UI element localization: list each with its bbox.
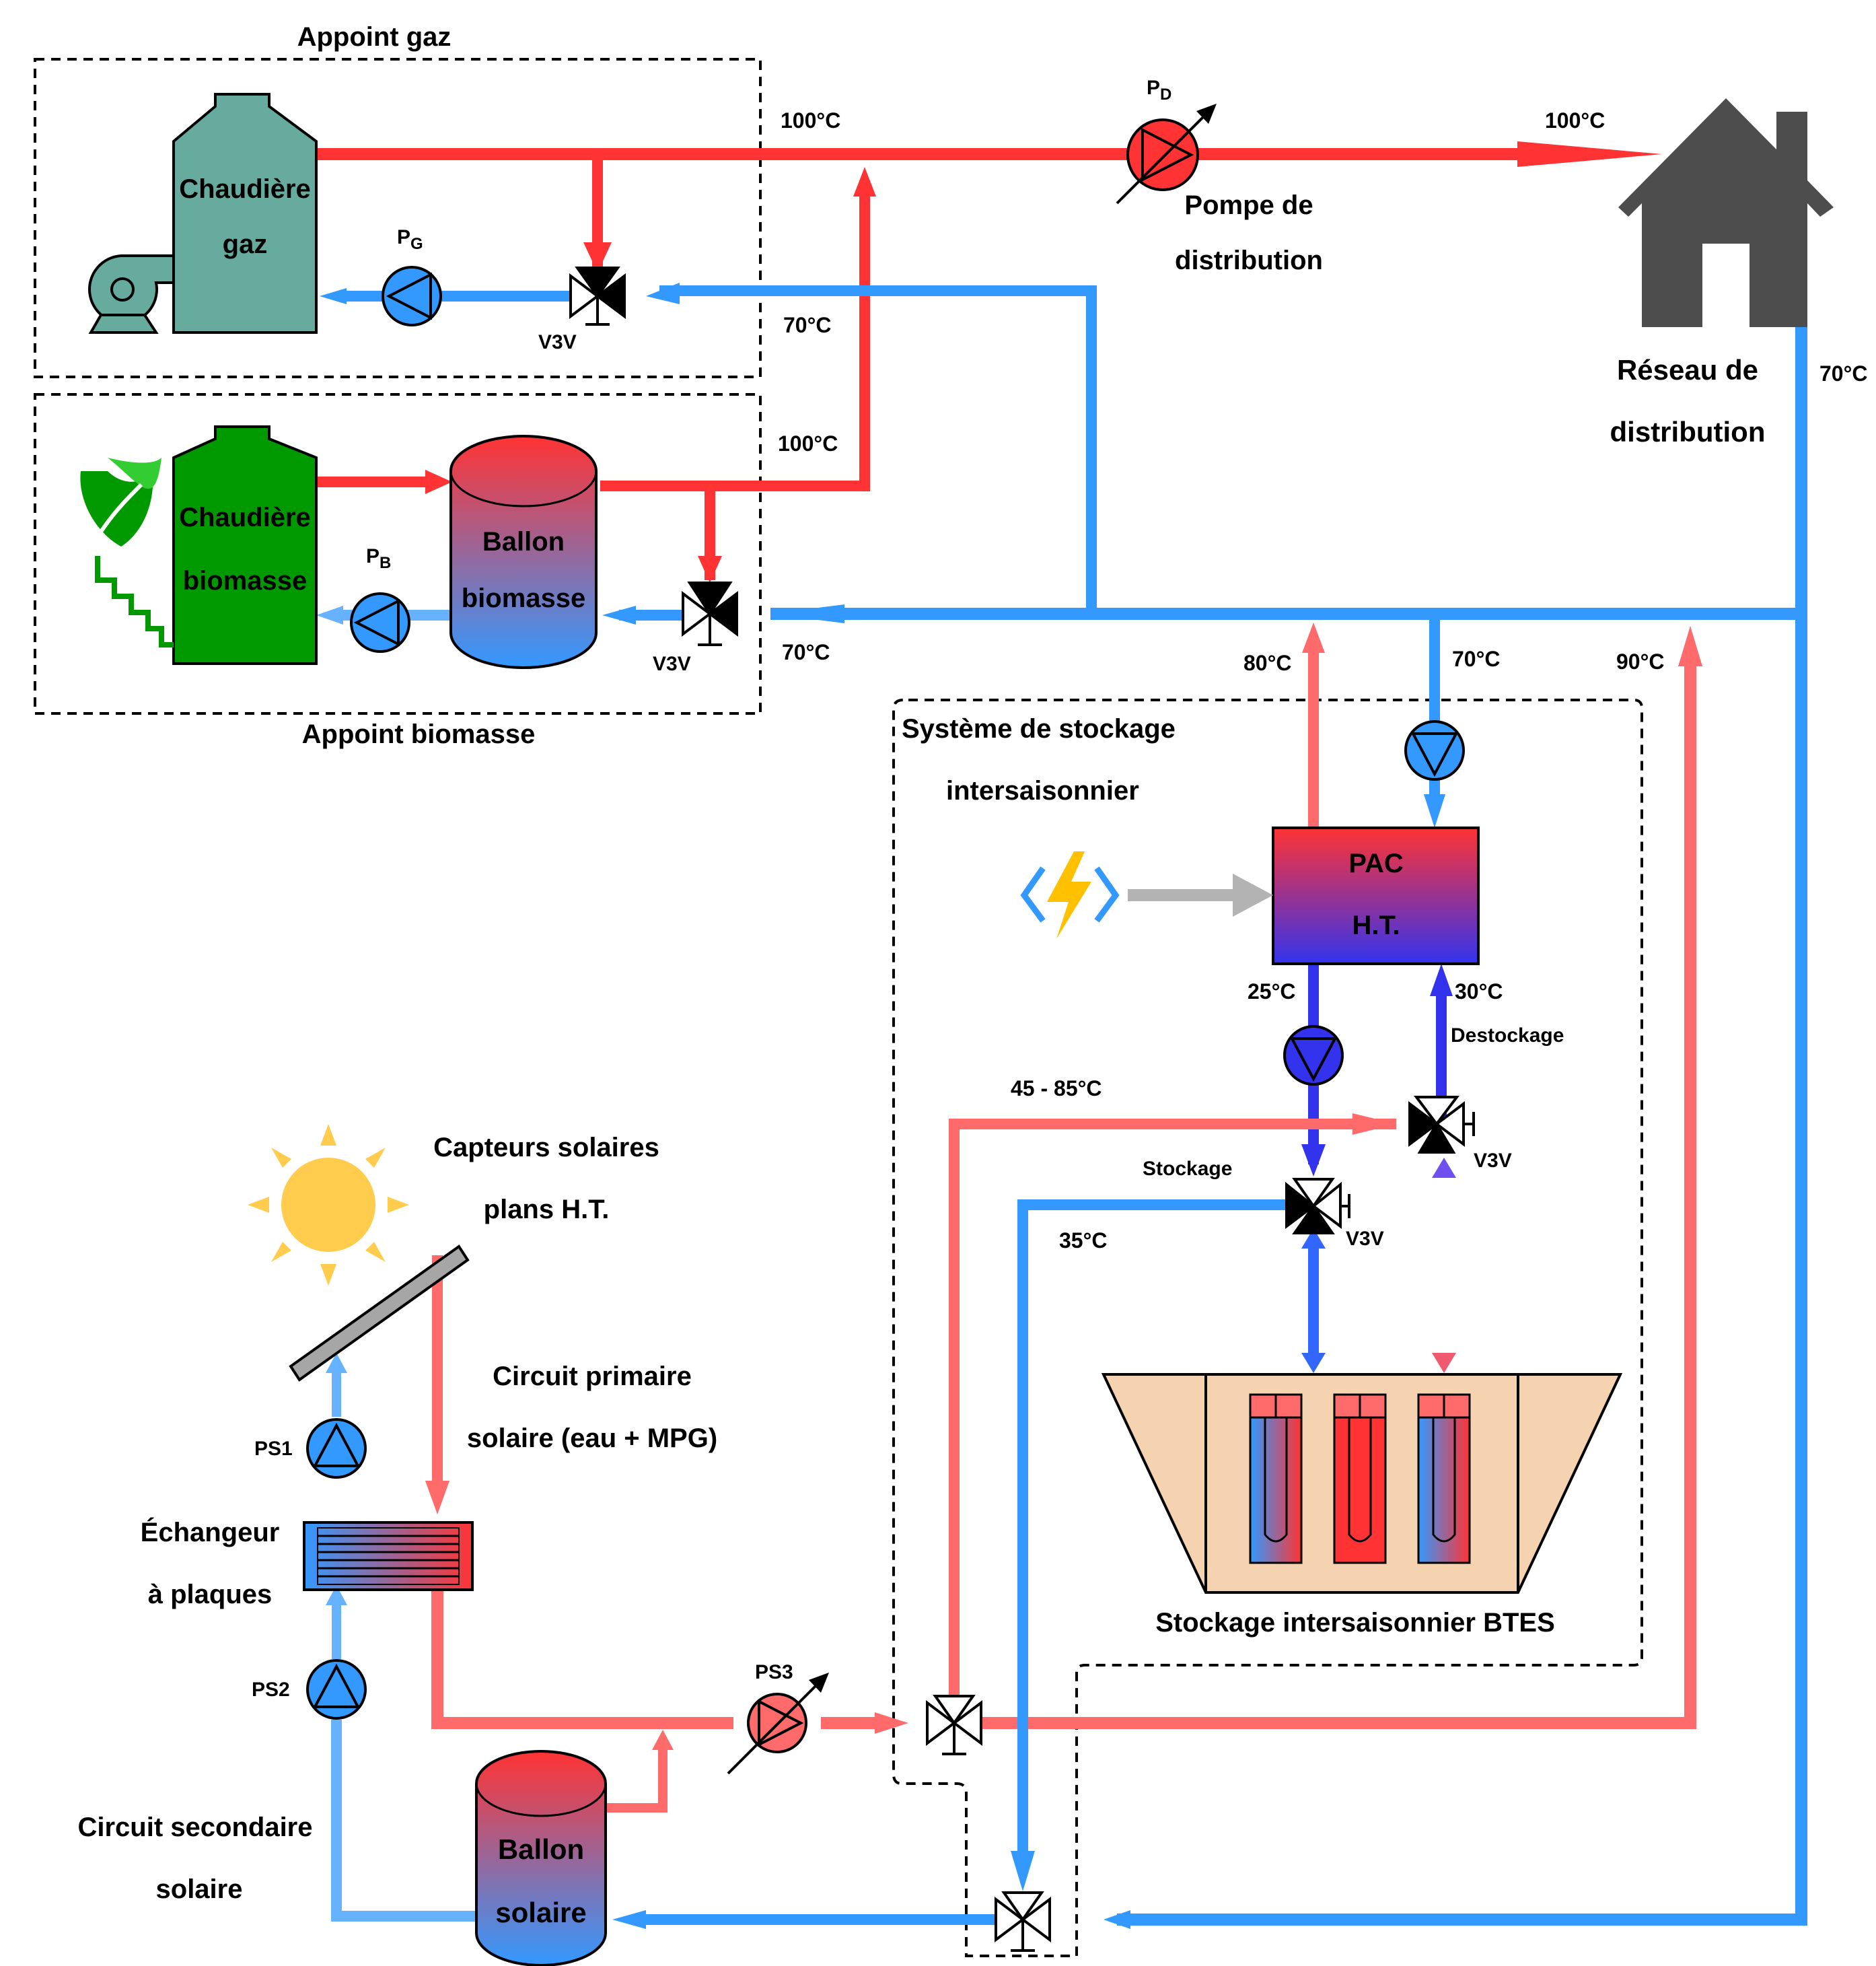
valve-biomass (682, 582, 738, 646)
gas-group-title: Appoint gaz (297, 22, 452, 52)
temp-stock-return: 35°C (1059, 1228, 1108, 1253)
temp-btes-supply: 90°C (1616, 650, 1665, 674)
biomass-tank: Ballon biomasse (449, 435, 598, 669)
storage-group-box (892, 699, 1643, 1957)
primary-circuit-label-2: solaire (eau + MPG) (467, 1424, 717, 1453)
distribution-pump-label-1: Pompe de (1184, 190, 1313, 220)
valve-gas (569, 267, 626, 326)
primary-circuit-label-1: Circuit primaire (493, 1362, 692, 1391)
exchanger-label-2: à plaques (148, 1580, 273, 1609)
valve-bio-label: V3V (653, 653, 691, 675)
pb-label: PB (366, 545, 391, 572)
pump-ps1 (306, 1418, 367, 1479)
temp-pac-in: 70°C (1452, 647, 1501, 671)
biomass-group-title: Appoint biomasse (302, 719, 536, 749)
sun-icon (248, 1124, 409, 1286)
valve-return-junction (995, 1891, 1051, 1952)
heat-pump-pac: PAC H.T. (1272, 827, 1480, 965)
pg-label: PG (397, 226, 423, 253)
pump-ps2 (306, 1659, 367, 1720)
valve-solar-junction (926, 1695, 982, 1755)
destockage-label: Destockage (1451, 1024, 1564, 1047)
bio-hot-supply-pipe (600, 180, 870, 491)
ps3-label: PS3 (755, 1661, 793, 1683)
storage-group-title-1: Système de stockage (902, 714, 1176, 744)
ps1-label: PS1 (254, 1438, 293, 1460)
biomass-group-box (34, 393, 762, 715)
btes-supply-riser (981, 660, 1696, 1729)
valve-stock-label: V3V (1346, 1228, 1384, 1250)
pump-ps3 (727, 1673, 829, 1775)
temp-supply-network: 100°C (1545, 108, 1605, 133)
solar-tank-hot-link (606, 1750, 668, 1813)
solar-hot-to-destock-valve (949, 1119, 1396, 1696)
electricity-icon (1020, 851, 1120, 939)
temp-solar-range: 45 - 85°C (1011, 1076, 1102, 1100)
leaf-icon (80, 458, 161, 547)
stock-return-pipe (1017, 1199, 1287, 1871)
temp-return-network: 70°C (1819, 361, 1868, 386)
plate-heat-exchanger (303, 1521, 474, 1591)
pac-label-2: H.T. (1352, 911, 1400, 940)
temp-supply-gas: 100°C (781, 108, 840, 133)
biomass-feed-stairs-icon (95, 556, 174, 647)
solar-tank-label-2: solaire (495, 1897, 586, 1928)
cold-return-gas-branch (659, 285, 1097, 614)
secondary-cold-loop (331, 1720, 484, 1922)
temp-pac-evap-out: 25°C (1248, 979, 1296, 1004)
gas-boiler: Chaudière gaz (172, 93, 318, 334)
solar-tank-label-1: Ballon (498, 1833, 584, 1865)
btes-storage (1101, 1373, 1623, 1594)
valve-destock-label: V3V (1474, 1150, 1512, 1172)
solar-collector-panel (289, 1244, 470, 1382)
stockage-label: Stockage (1143, 1158, 1232, 1180)
borehole-3 (1417, 1393, 1471, 1564)
ps2-label: PS2 (252, 1679, 290, 1701)
pipes (316, 148, 1807, 1926)
primary-solar-hot-return (431, 1590, 733, 1729)
secondary-circuit-label-1: Circuit secondaire (77, 1813, 312, 1842)
network-label-1: Réseau de (1617, 354, 1758, 386)
temp-pac-out: 80°C (1243, 651, 1292, 675)
network-label-2: distribution (1610, 416, 1766, 448)
exchanger-label-1: Échangeur (141, 1517, 280, 1547)
pump-pac-evap (1283, 1025, 1344, 1086)
cold-return-from-network (1117, 323, 1807, 1926)
collectors-label-1: Capteurs solaires (433, 1133, 659, 1162)
biomass-boiler: Chaudière biomasse (172, 425, 318, 665)
pump-pac-supply (1404, 720, 1465, 781)
borehole-1 (1249, 1393, 1303, 1564)
fan-icon (87, 254, 175, 334)
secondary-circuit-label-2: solaire (156, 1874, 243, 1904)
borehole-2 (1333, 1393, 1387, 1564)
valve-gas-label: V3V (538, 331, 577, 353)
gas-boiler-label-1: Chaudière (179, 174, 311, 204)
temp-supply-bio: 100°C (778, 431, 838, 456)
pd-label: PD (1147, 77, 1171, 104)
temp-return-bio: 70°C (782, 640, 830, 664)
bio-tank-label-2: biomasse (462, 584, 586, 613)
flow-arrows (316, 141, 1702, 1929)
valve-stock (1285, 1178, 1350, 1234)
gas-boiler-label-2: gaz (223, 230, 268, 259)
btes-label: Stockage intersaisonnier BTES (1155, 1608, 1555, 1638)
bio-tank-label-1: Ballon (482, 527, 565, 557)
solar-tank: Ballon solaire (475, 1750, 607, 1966)
pac-label-1: PAC (1348, 849, 1403, 878)
temp-pac-evap-in: 30°C (1455, 979, 1503, 1004)
temp-return-gas: 70°C (783, 313, 832, 337)
pump-pd (1116, 104, 1217, 205)
collectors-label-2: plans H.T. (484, 1195, 610, 1224)
bio-boiler-label-1: Chaudière (179, 503, 311, 532)
pump-pb (350, 592, 410, 653)
bio-boiler-label-2: biomasse (183, 566, 308, 596)
gas-group-box (34, 58, 762, 378)
distribution-pump-label-2: distribution (1175, 246, 1323, 275)
house-icon (1618, 98, 1834, 327)
electric-input-arrow (1128, 874, 1273, 917)
pump-pg (382, 266, 442, 326)
valve-destock (1408, 1096, 1475, 1154)
storage-group-title-2: intersaisonnier (946, 776, 1139, 806)
